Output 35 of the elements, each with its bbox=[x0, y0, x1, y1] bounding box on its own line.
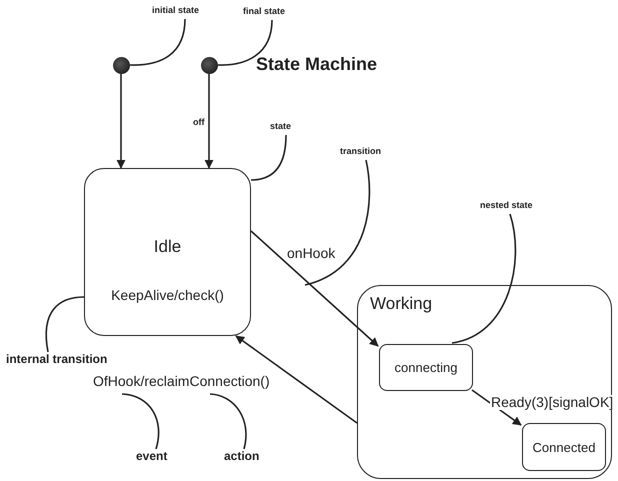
annotation-text: final state bbox=[243, 6, 298, 20]
annotation-text: action bbox=[224, 449, 268, 465]
state-name: Working bbox=[370, 294, 432, 314]
transition-arrow bbox=[250, 230, 379, 347]
annotation-text: initial state bbox=[152, 5, 214, 19]
leader-line bbox=[45, 296, 84, 352]
state-box bbox=[379, 344, 473, 391]
state-box bbox=[522, 423, 606, 471]
leader-line bbox=[210, 393, 247, 450]
leader-line bbox=[250, 134, 287, 181]
state-dot bbox=[201, 57, 218, 74]
internal-transition-text: KeepAlive/check() bbox=[111, 287, 224, 303]
transition-arrow bbox=[235, 335, 358, 424]
leader-line bbox=[218, 20, 273, 66]
state-name: Idle bbox=[154, 237, 182, 257]
annotation-text: state bbox=[270, 121, 300, 135]
transition-arrow bbox=[204, 74, 214, 169]
annotation-text: internal transition bbox=[6, 352, 124, 368]
transition-arrow bbox=[116, 74, 126, 169]
annotation-text: event bbox=[136, 449, 180, 465]
leader-line bbox=[130, 18, 186, 66]
diagram-title: State Machine bbox=[256, 54, 378, 75]
annotation-text: transition bbox=[340, 146, 400, 160]
edge-label: off bbox=[192, 118, 206, 128]
leader-line bbox=[452, 214, 516, 344]
state-name: Connected bbox=[532, 440, 596, 454]
annotation-text: nested state bbox=[480, 200, 550, 214]
state-dot bbox=[113, 57, 130, 74]
edge-label: OfHook/reclaimConnection() bbox=[92, 374, 271, 390]
state-box bbox=[84, 168, 251, 336]
edge-label: onHook bbox=[286, 246, 336, 262]
leader-line bbox=[122, 393, 160, 450]
leader-line bbox=[304, 160, 370, 286]
edge-label: Ready(3)[signalOK] bbox=[490, 395, 614, 410]
state-name: connecting bbox=[394, 360, 458, 375]
